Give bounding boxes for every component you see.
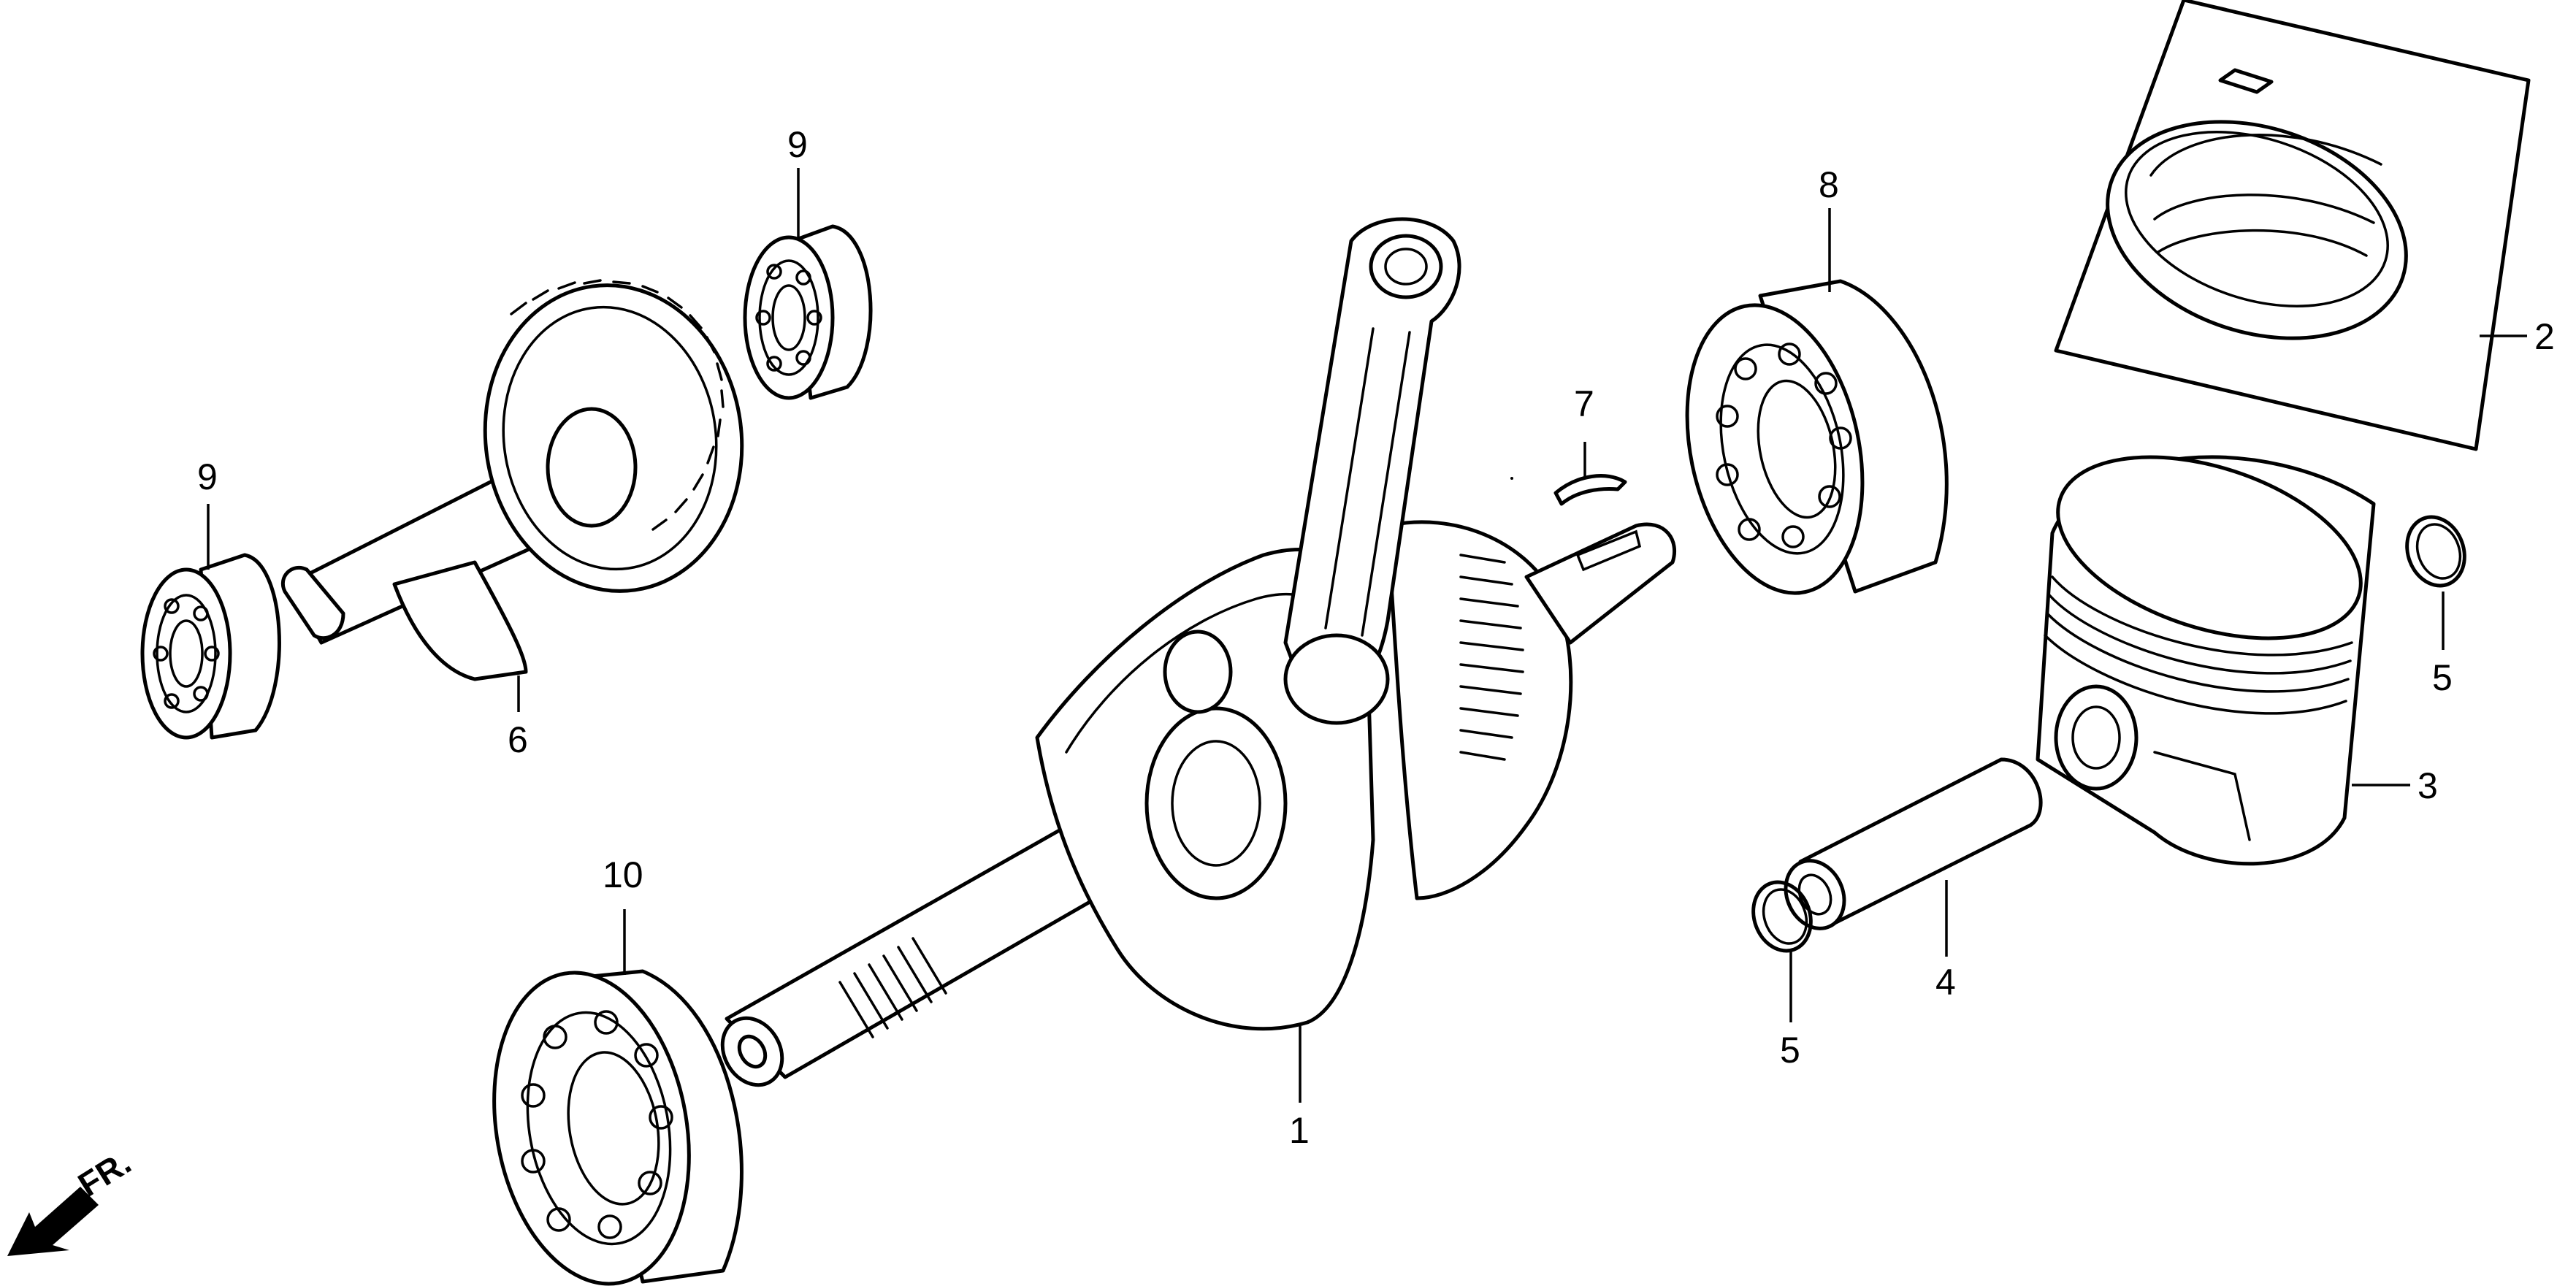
callout-10: 10 — [603, 854, 643, 895]
leader-lines — [207, 168, 2527, 1103]
callout-5-upper: 5 — [2432, 657, 2453, 698]
callout-9-upper: 9 — [787, 124, 808, 165]
ball-bearing-10 — [492, 969, 744, 1286]
piston-pin-clip-upper — [2405, 515, 2466, 588]
piston-ring-set — [2054, 0, 2531, 451]
balancer-gear — [483, 279, 744, 593]
front-arrow-icon — [7, 1187, 99, 1256]
callout-4: 4 — [1935, 962, 1956, 1003]
piston — [2036, 455, 2376, 866]
callout-7: 7 — [1574, 383, 1594, 424]
callout-3: 3 — [2418, 765, 2438, 806]
callout-6: 6 — [508, 719, 528, 760]
ball-bearing-9-left — [140, 553, 281, 740]
callouts: 1 2 3 4 5 5 6 7 8 9 9 10 — [197, 124, 2555, 1151]
callout-9-left: 9 — [197, 456, 218, 497]
piston-pin-clip-lower — [1751, 880, 1813, 953]
ball-bearing-9-upper — [743, 224, 873, 400]
callout-2: 2 — [2534, 316, 2555, 357]
piston-pin — [1784, 757, 2043, 930]
balancer-shaft — [280, 279, 744, 681]
callout-5-lower: 5 — [1780, 1030, 1800, 1071]
callout-8: 8 — [1819, 164, 1839, 205]
ball-bearing-8 — [1685, 279, 1949, 595]
front-direction-indicator: FR. — [7, 1143, 137, 1256]
crankshaft-assembly — [720, 217, 1677, 1087]
woodruff-key — [1553, 474, 1627, 506]
callout-1: 1 — [1289, 1110, 1310, 1151]
